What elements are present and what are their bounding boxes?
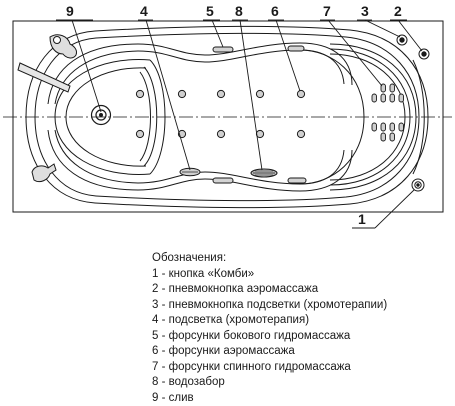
callout-4: 4 <box>140 3 148 19</box>
legend-item: 2 - пневмокнопка аэромассажа <box>152 282 452 298</box>
legend-item: 6 - форсунки аэромассажа <box>152 344 452 360</box>
callout-7: 7 <box>323 3 331 19</box>
callout-2: 2 <box>394 3 402 19</box>
overflow-handle <box>50 35 77 58</box>
combi-button <box>412 179 424 191</box>
drain-fitting <box>92 106 111 125</box>
callout-8: 8 <box>235 3 243 19</box>
tub-seat-contour-top <box>48 43 352 104</box>
bathtub-diagram: 9 4 5 8 6 7 3 2 1 <box>0 0 455 250</box>
legend-item: 7 - форсунки спинного гидромассажа <box>152 360 452 376</box>
legend-item: 5 - форсунки бокового гидромассажа <box>152 329 452 345</box>
legend-item: 9 - слив <box>152 391 452 406</box>
callout-9: 9 <box>66 3 74 19</box>
legend-item: 8 - водозабор <box>152 375 452 391</box>
tub-seat-contour-bottom-2 <box>55 130 344 184</box>
divider-arc-inner-2 <box>140 72 151 161</box>
aero-jets <box>136 90 304 137</box>
tub-seat-contour-bottom <box>48 130 352 191</box>
grab-handle <box>18 63 70 92</box>
callout-3: 3 <box>361 3 369 19</box>
callout-6: 6 <box>271 3 279 19</box>
legend-item: 4 - подсветка (хромотерапия) <box>152 313 452 329</box>
water-intake <box>251 169 277 177</box>
callout-1: 1 <box>358 211 366 227</box>
tub-floor-right <box>300 50 364 184</box>
legend-title: Обозначения: <box>152 251 452 267</box>
pneumo-button-aero <box>419 49 429 59</box>
legend-item: 3 - пневмокнопка подсветки (хромотерапии… <box>152 298 452 314</box>
lever-fitting <box>32 164 56 182</box>
legend-list: 1 - кнопка «Комби» 2 - пневмокнопка аэро… <box>152 267 452 406</box>
legend-item: 1 - кнопка «Комби» <box>152 267 452 283</box>
callout-5: 5 <box>206 3 214 19</box>
spinal-jets <box>372 84 404 141</box>
legend: Обозначения: 1 - кнопка «Комби» 2 - пнев… <box>152 251 452 406</box>
